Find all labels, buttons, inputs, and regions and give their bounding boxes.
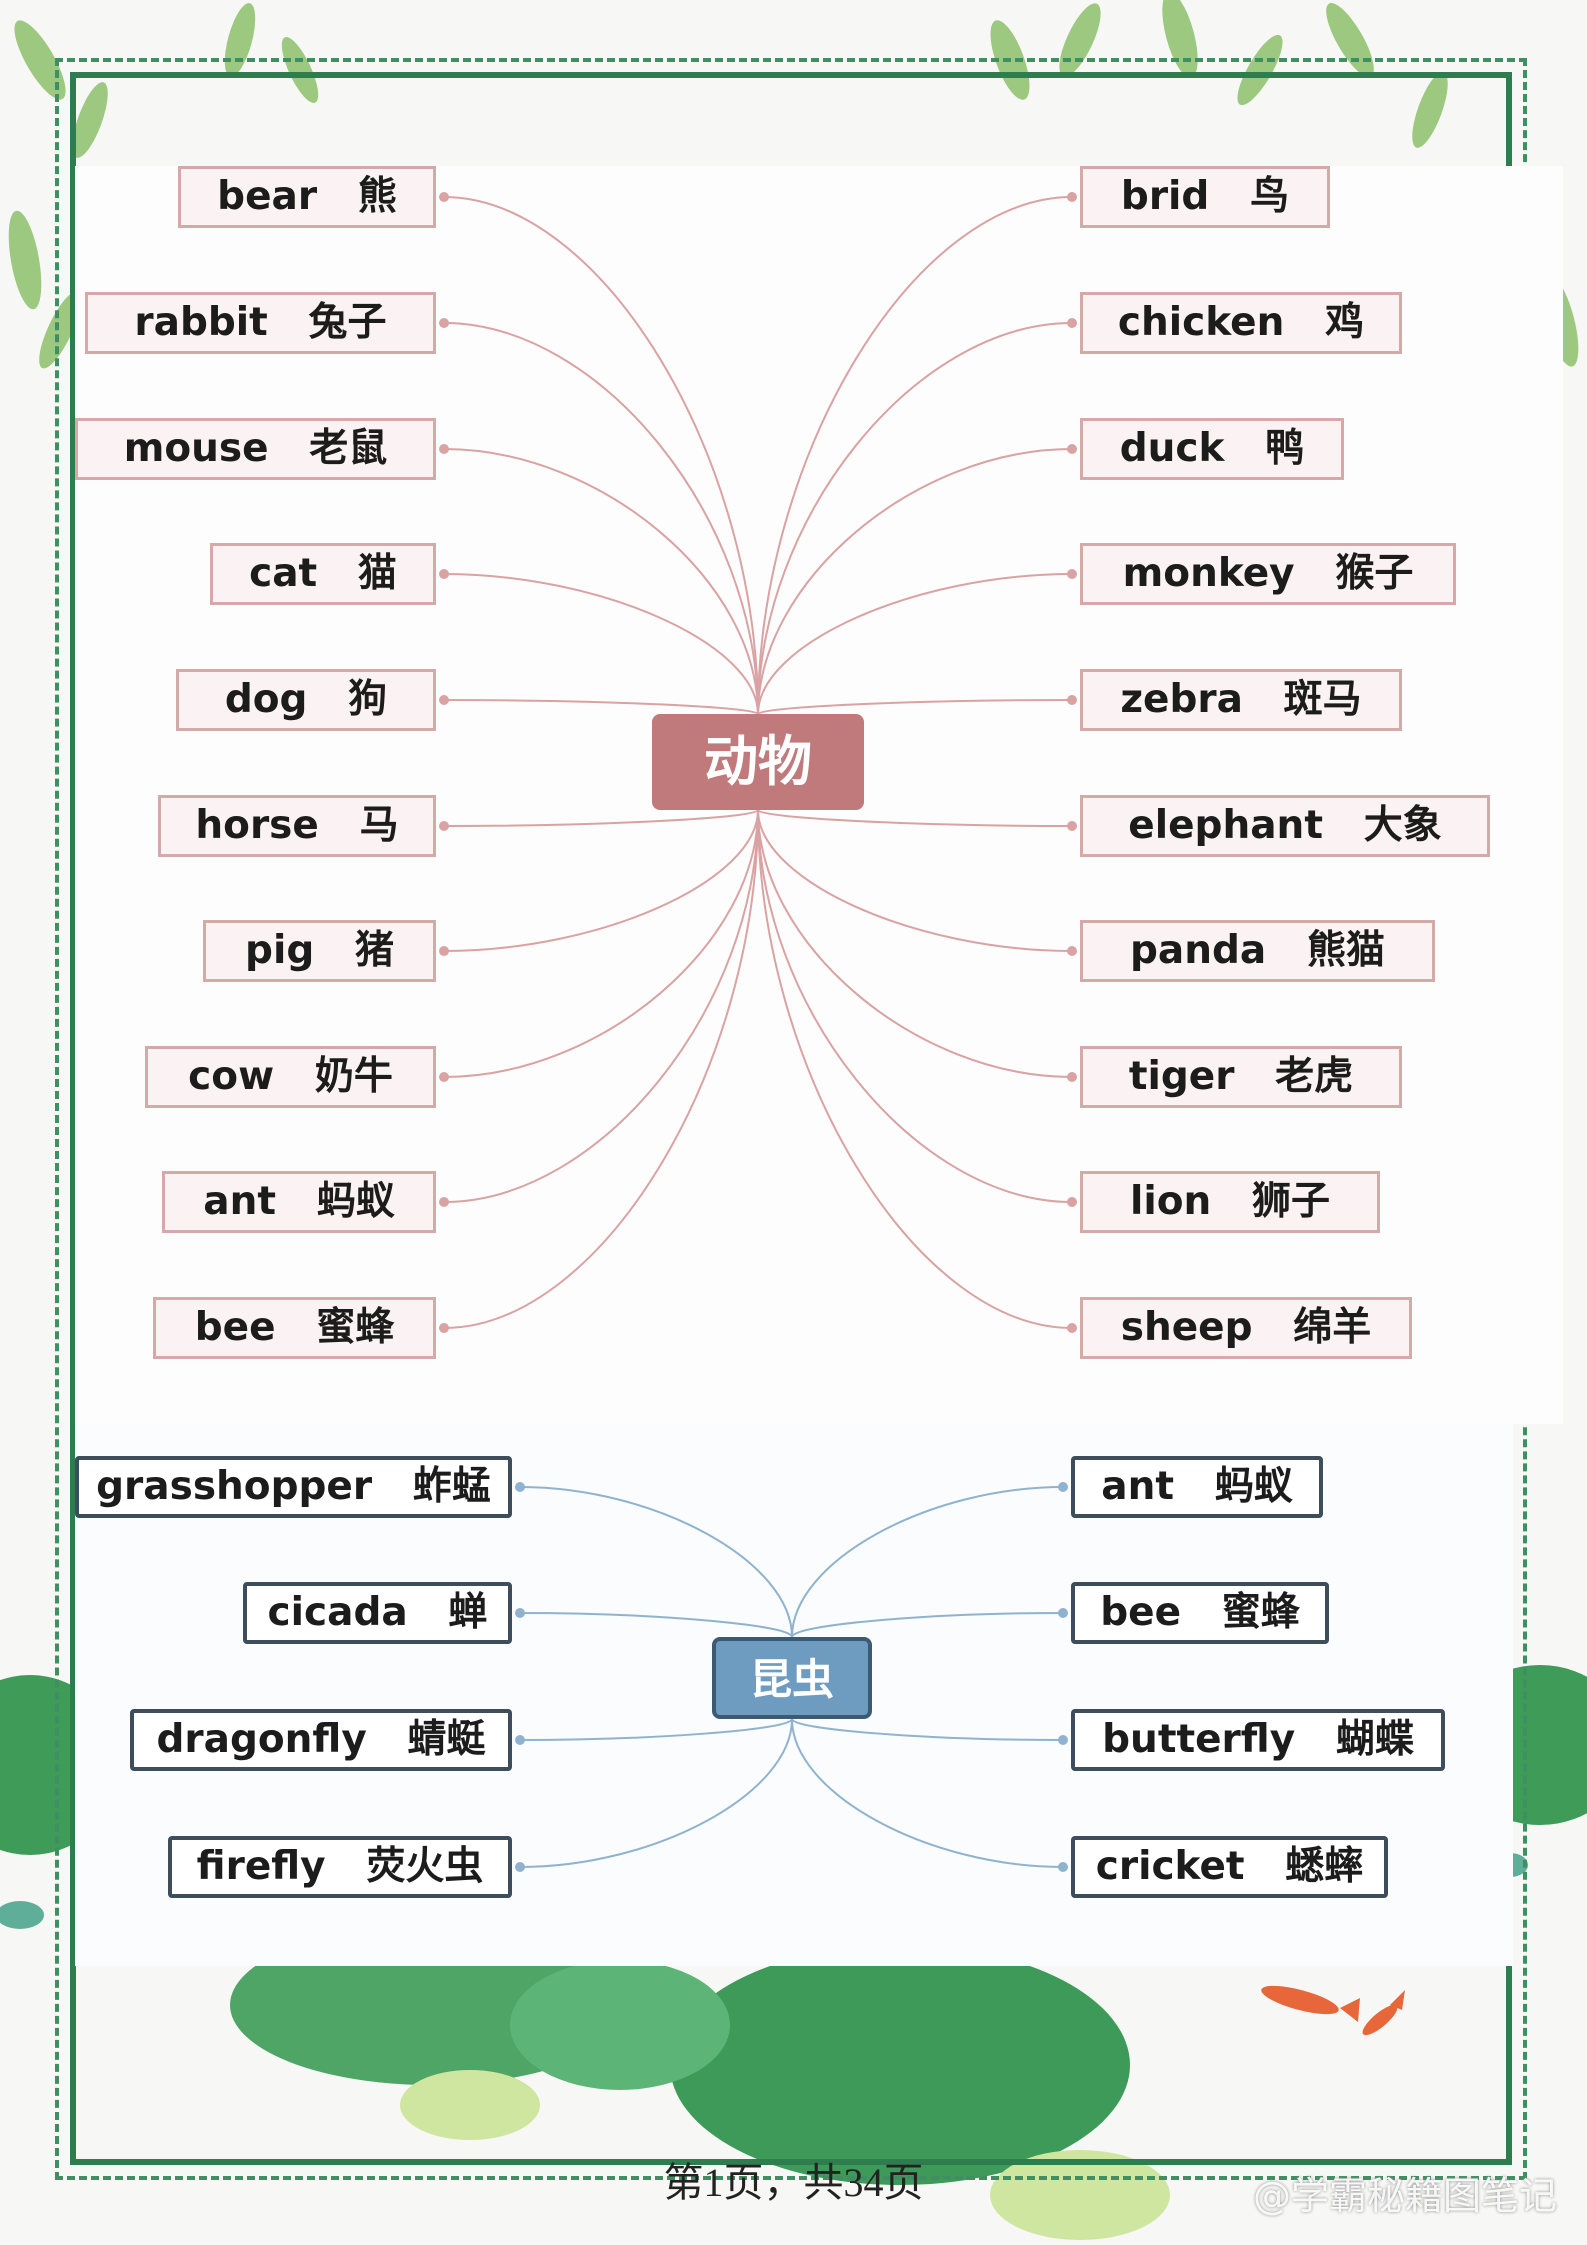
insect-right-node[interactable]: bee 蜜蜂 bbox=[1071, 1582, 1329, 1644]
animal-right-node[interactable]: brid 鸟 bbox=[1080, 166, 1330, 228]
animal-right-node[interactable]: elephant 大象 bbox=[1080, 795, 1490, 857]
hub-animals[interactable]: 动物 bbox=[652, 714, 864, 810]
page-footer: 第1页，共34页 bbox=[663, 2160, 924, 2205]
watermark: @学霸秘籍图笔记 bbox=[1252, 2174, 1557, 2218]
animal-left-node[interactable]: cow 奶牛 bbox=[145, 1046, 436, 1108]
animal-left-node[interactable]: dog 狗 bbox=[176, 669, 436, 731]
animal-right-node[interactable]: lion 狮子 bbox=[1080, 1171, 1380, 1233]
animal-left-node[interactable]: bear 熊 bbox=[178, 166, 436, 228]
animal-left-node[interactable]: ant 蚂蚁 bbox=[162, 1171, 436, 1233]
insect-right-node[interactable]: cricket 蟋蟀 bbox=[1071, 1836, 1388, 1898]
koi-fish-decoration bbox=[1261, 1985, 1405, 2036]
animal-left-node[interactable]: rabbit 兔子 bbox=[85, 292, 436, 354]
insect-left-node[interactable]: firefly 荧火虫 bbox=[168, 1836, 512, 1898]
insect-left-node[interactable]: grasshopper 蚱蜢 bbox=[75, 1456, 512, 1518]
hub-insects[interactable]: 昆虫 bbox=[712, 1637, 872, 1719]
animal-left-node[interactable]: mouse 老鼠 bbox=[75, 418, 436, 480]
animal-left-node[interactable]: pig 猪 bbox=[203, 920, 436, 982]
animal-right-node[interactable]: panda 熊猫 bbox=[1080, 920, 1435, 982]
animal-right-node[interactable]: chicken 鸡 bbox=[1080, 292, 1402, 354]
animal-left-node[interactable]: cat 猫 bbox=[210, 543, 436, 605]
animal-left-node[interactable]: bee 蜜蜂 bbox=[153, 1297, 436, 1359]
animal-right-node[interactable]: tiger 老虎 bbox=[1080, 1046, 1402, 1108]
animal-left-node[interactable]: horse 马 bbox=[158, 795, 436, 857]
insect-right-node[interactable]: ant 蚂蚁 bbox=[1071, 1456, 1323, 1518]
animal-right-node[interactable]: monkey 猴子 bbox=[1080, 543, 1456, 605]
insect-left-node[interactable]: dragonfly 蜻蜓 bbox=[130, 1709, 512, 1771]
animal-right-node[interactable]: duck 鸭 bbox=[1080, 418, 1344, 480]
animal-right-node[interactable]: zebra 斑马 bbox=[1080, 669, 1402, 731]
insect-right-node[interactable]: butterfly 蝴蝶 bbox=[1071, 1709, 1445, 1771]
animal-right-node[interactable]: sheep 绵羊 bbox=[1080, 1297, 1412, 1359]
insect-left-node[interactable]: cicada 蝉 bbox=[243, 1582, 512, 1644]
